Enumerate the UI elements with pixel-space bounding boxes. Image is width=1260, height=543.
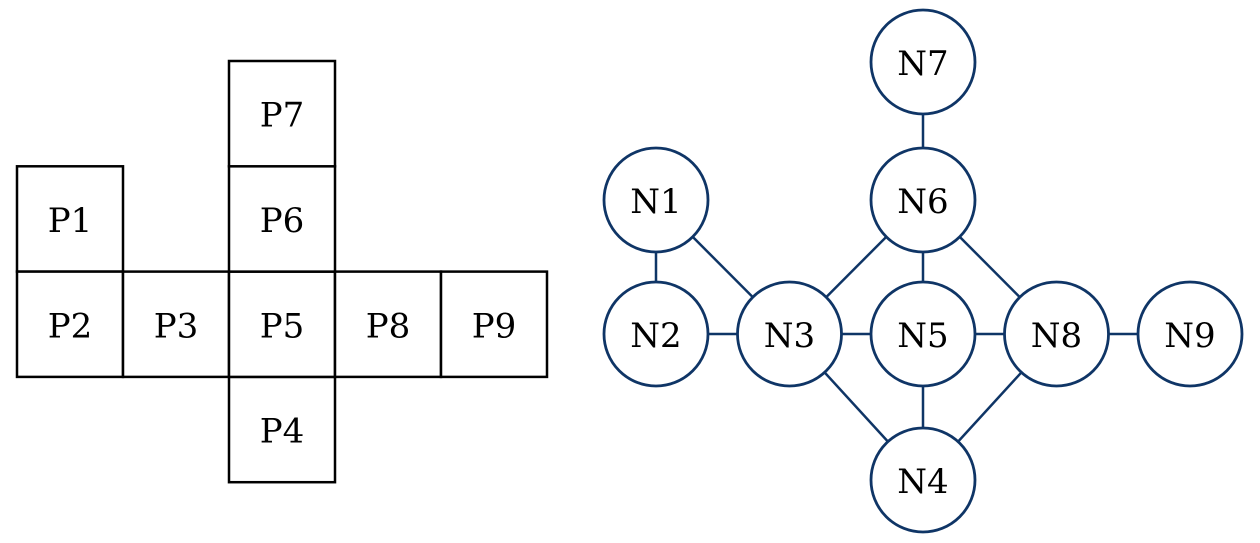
grid-cell-p5: P5 — [227, 270, 337, 379]
cell-box — [227, 375, 337, 484]
grid-cell-p9: P9 — [439, 270, 549, 379]
cell-label: P2 — [48, 306, 93, 346]
grid-cell-p6: P6 — [227, 165, 337, 273]
grid-cell-p8: P8 — [333, 270, 443, 379]
node-circle — [869, 146, 977, 254]
node-label: N1 — [630, 182, 681, 222]
graph-node-n4: N4 — [869, 426, 977, 534]
graph-node-n5: N5 — [869, 280, 977, 388]
cell-box — [227, 165, 337, 273]
node-label: N2 — [630, 316, 681, 356]
grid-cell-p4: P4 — [227, 375, 337, 484]
node-label: N9 — [1164, 316, 1215, 356]
node-circle — [869, 426, 977, 534]
grid-cell-p3: P3 — [121, 270, 231, 379]
node-circle — [602, 146, 710, 254]
cell-box — [333, 270, 443, 379]
grid-cell-p7: P7 — [227, 59, 337, 168]
node-circle — [736, 280, 843, 388]
cell-box — [227, 59, 337, 168]
graph-node-n8: N8 — [1003, 280, 1110, 388]
cell-label: P3 — [154, 306, 199, 346]
cell-label: P9 — [472, 306, 517, 346]
cell-label: P1 — [48, 201, 93, 241]
cell-label: P8 — [366, 306, 411, 346]
node-label: N4 — [897, 462, 948, 502]
cell-box — [15, 165, 125, 273]
graph-edges — [654, 62, 1190, 481]
node-circle — [1003, 280, 1110, 388]
cell-label: P7 — [260, 96, 305, 136]
graph-node-n6: N6 — [869, 146, 977, 254]
graph-node-n9: N9 — [1136, 280, 1244, 388]
node-circle — [1136, 280, 1244, 388]
cell-box — [227, 270, 337, 379]
cell-label: P4 — [260, 412, 305, 452]
graph-node-n7: N7 — [869, 8, 977, 116]
cell-label: P5 — [260, 306, 305, 346]
cell-label: P6 — [260, 201, 305, 241]
graph-node-n3: N3 — [736, 280, 843, 388]
node-label: N5 — [897, 316, 948, 356]
node-label: N8 — [1031, 316, 1082, 356]
node-circle — [602, 280, 710, 388]
cell-box — [15, 270, 125, 379]
graph-node-n1: N1 — [602, 146, 710, 254]
node-label: N3 — [764, 316, 815, 356]
node-label: N6 — [897, 182, 948, 222]
grid-cell-p2: P2 — [15, 270, 125, 379]
cell-box — [439, 270, 549, 379]
node-circle — [869, 8, 977, 116]
grid-cell-p1: P1 — [15, 165, 125, 273]
cell-box — [121, 270, 231, 379]
graph-node-n2: N2 — [602, 280, 710, 388]
node-circle — [869, 280, 977, 388]
node-label: N7 — [897, 44, 948, 84]
